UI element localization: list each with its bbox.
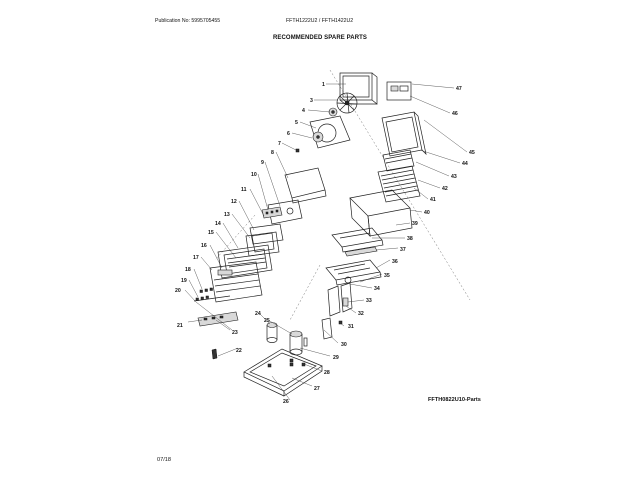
callout-43: 43: [451, 174, 457, 180]
callout-40: 40: [424, 210, 430, 216]
callout-numbers: 1 3 4 5 6 7 8 9 10 11 12 13 14 15 16 17 …: [175, 82, 475, 405]
revision-date: 07/18: [157, 457, 171, 463]
callout-4: 4: [302, 108, 305, 114]
callout-1: 1: [322, 82, 325, 88]
callout-41: 41: [430, 197, 436, 203]
callout-22: 22: [236, 348, 242, 354]
callout-27: 27: [314, 386, 320, 392]
callout-20: 20: [175, 288, 181, 294]
callout-26: 26: [283, 399, 289, 405]
part-motor-mount: [328, 107, 338, 117]
callout-39: 39: [412, 221, 418, 227]
callout-36: 36: [392, 259, 398, 265]
part-clip: [295, 148, 300, 153]
part-front-grille: [217, 244, 273, 279]
part-partition-panel: [284, 167, 327, 204]
callout-leader-lines: [184, 83, 468, 401]
callout-46: 46: [452, 111, 458, 117]
part-front-panel: [209, 261, 263, 303]
part-control-bracket: [261, 199, 303, 225]
part-evaporator-coil: [331, 227, 384, 257]
part-back-frame: [381, 111, 427, 157]
model-numbers: FFTH1222U2 / FFTH1422U2: [286, 18, 354, 24]
callout-7: 7: [278, 141, 281, 147]
callout-47: 47: [456, 86, 462, 92]
part-drain-pan: [325, 259, 382, 286]
callout-45: 45: [469, 150, 475, 156]
callout-29: 29: [333, 355, 339, 361]
callout-9: 9: [261, 160, 264, 166]
callout-19: 19: [181, 278, 187, 284]
callout-37: 37: [400, 247, 406, 253]
callout-23: 23: [232, 330, 238, 336]
dashed-grouping-lines: [214, 69, 471, 321]
callout-13: 13: [224, 212, 230, 218]
callout-5: 5: [295, 120, 298, 126]
callout-10: 10: [251, 172, 257, 178]
publication-number: Publication No: 5995705455: [155, 18, 221, 24]
callout-42: 42: [442, 186, 448, 192]
callout-30: 30: [341, 342, 347, 348]
callout-16: 16: [201, 243, 207, 249]
callout-17: 17: [193, 255, 199, 261]
callout-11: 11: [241, 187, 247, 193]
diagram-code: FFTH0822U10-Parts: [428, 397, 481, 403]
callout-38: 38: [407, 236, 413, 242]
callout-44: 44: [462, 161, 468, 167]
callout-6: 6: [287, 131, 290, 137]
part-fan-blade: [336, 92, 358, 114]
part-capacitor: [266, 322, 278, 343]
callout-24: 24: [255, 311, 261, 317]
part-compressor: [289, 330, 308, 367]
part-fan-shroud: [309, 115, 351, 149]
callout-28: 28: [324, 370, 330, 376]
callout-25: 25: [264, 318, 270, 324]
callout-8: 8: [271, 150, 274, 156]
callout-34: 34: [374, 286, 380, 292]
callout-21: 21: [177, 323, 183, 329]
callout-18: 18: [185, 267, 191, 273]
part-rear-grille: [377, 149, 421, 203]
page-title: RECOMMENDED SPARE PARTS: [272, 35, 368, 41]
part-condenser-frame: [339, 72, 378, 105]
part-label-manual: [386, 81, 412, 101]
callout-31: 31: [348, 324, 354, 330]
callout-35: 35: [384, 273, 390, 279]
part-base-pan: [243, 348, 323, 397]
callout-14: 14: [215, 221, 221, 227]
callout-15: 15: [208, 230, 214, 236]
callout-32: 32: [358, 311, 364, 317]
part-control-buttons: [193, 287, 231, 302]
callout-33: 33: [366, 298, 372, 304]
part-cabinet-wrapper: [349, 189, 413, 237]
callout-12: 12: [231, 199, 237, 205]
callout-3: 3: [310, 98, 313, 104]
